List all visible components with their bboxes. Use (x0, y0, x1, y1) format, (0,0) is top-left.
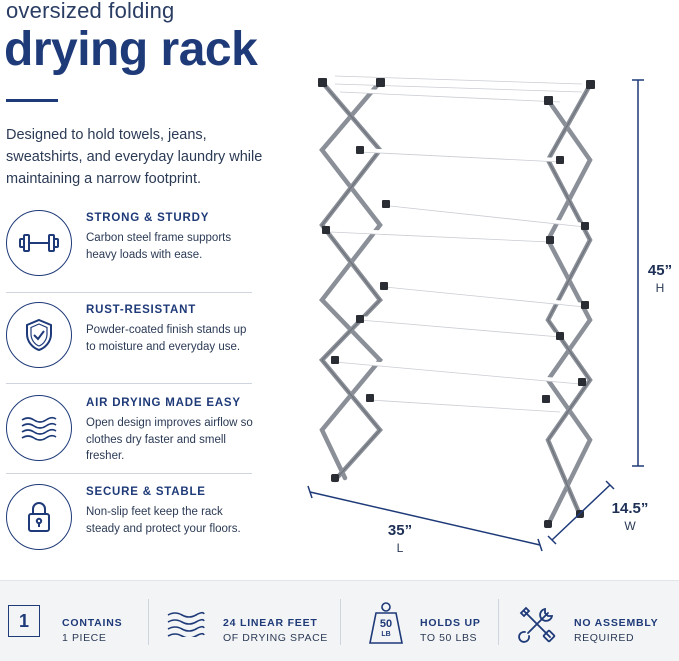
spec-divider (498, 599, 499, 645)
drying-rack-illustration (318, 72, 595, 528)
width-value: 35” (387, 522, 413, 539)
spec-no-assembly: NO ASSEMBLY REQUIRED (518, 581, 668, 661)
feature-text: Powder-coated finish stands up to moistu… (86, 324, 247, 353)
spec-linear-feet: 24 LINEAR FEET OF DRYING SPACE (166, 581, 336, 661)
depth-value: 14.5” (611, 500, 649, 517)
feature-text: Non-slip feet keep the rack steady and p… (86, 506, 241, 535)
feature-divider (6, 292, 252, 293)
width-dimension: 35” L (375, 522, 425, 555)
spec-subtitle: REQUIRED (574, 632, 635, 644)
title-underline (6, 99, 58, 102)
airflow-icon (166, 611, 206, 642)
feature-title: SECURE & STABLE (86, 486, 206, 498)
depth-unit: W (624, 519, 636, 533)
tools-icon (518, 605, 556, 648)
spec-divider (148, 599, 149, 645)
height-dimension: 45” H (642, 262, 678, 295)
feature-text: Carbon steel frame supports heavy loads … (86, 232, 232, 261)
spec-subtitle: OF DRYING SPACE (223, 632, 328, 644)
feature-title: AIR DRYING MADE EASY (86, 397, 241, 409)
feature-title: RUST-RESISTANT (86, 304, 197, 316)
height-value: 45” (647, 262, 673, 279)
spec-title: CONTAINS (62, 617, 123, 629)
feature-text: Open design improves airflow so clothes … (86, 417, 253, 462)
feature-title: STRONG & STURDY (86, 212, 210, 224)
spec-title: 24 LINEAR FEET (223, 617, 318, 629)
feature-divider (6, 473, 252, 474)
product-description: Designed to hold towels, jeans, sweatshi… (6, 127, 263, 187)
header-subtitle: oversized folding (6, 0, 175, 23)
spec-subtitle: TO 50 LBS (420, 632, 478, 644)
page-title: drying rack (4, 23, 258, 76)
airflow-icon (6, 395, 72, 461)
dumbbell-icon (6, 210, 72, 276)
feature-secure-stable: SECURE & STABLE Non-slip feet keep the r… (6, 484, 250, 574)
width-unit: L (396, 541, 404, 555)
weight-icon: 50 LB (368, 601, 404, 645)
shield-check-icon (6, 302, 72, 368)
spec-bar: 1 CONTAINS 1 PIECE 24 LINEAR FEET OF DRY… (0, 580, 679, 661)
dimension-lines (307, 79, 644, 552)
spec-title: NO ASSEMBLY (574, 617, 659, 629)
spec-subtitle: 1 PIECE (62, 632, 107, 644)
feature-rust-resistant: RUST-RESISTANT Powder-coated finish stan… (6, 302, 250, 392)
spec-title: HOLDS UP (420, 617, 481, 629)
height-unit: H (655, 281, 665, 295)
feature-divider (6, 383, 252, 384)
feature-strong-sturdy: STRONG & STURDY Carbon steel frame suppo… (6, 210, 250, 300)
lock-icon (6, 484, 72, 550)
spec-weight: 50 LB HOLDS UP TO 50 LBS (368, 581, 498, 661)
depth-dimension: 14.5” W (602, 500, 658, 533)
feature-air-drying: AIR DRYING MADE EASY Open design improve… (6, 395, 253, 485)
spec-divider (340, 599, 341, 645)
spec-contains: 1 CONTAINS 1 PIECE (8, 581, 148, 661)
number-one-icon: 1 (8, 605, 40, 637)
